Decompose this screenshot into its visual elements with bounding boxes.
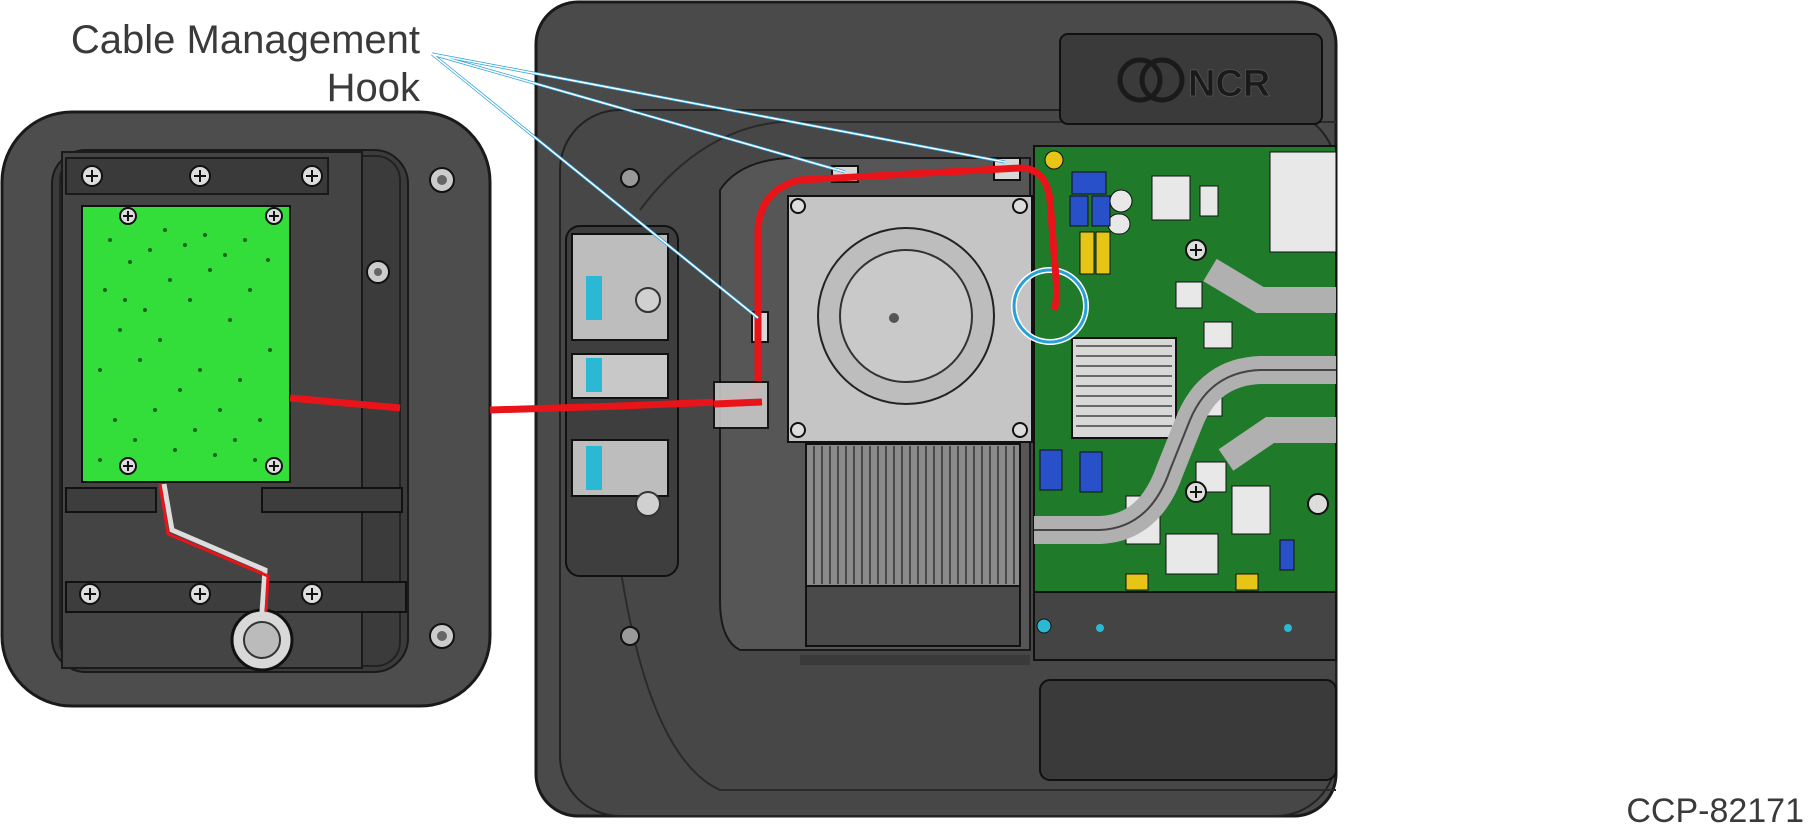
screw-icon (81, 165, 455, 649)
heatsink (805, 443, 1021, 587)
screw-icon (79, 583, 323, 605)
screw-icon (119, 207, 283, 475)
screw-icon (790, 198, 1028, 438)
callout-label-line2: Hook (326, 66, 420, 110)
document-id: CCP-82171 (1626, 792, 1804, 830)
callout-leader-lines (431, 52, 1006, 320)
main-terminal (489, 0, 1338, 818)
ncr-logo-text: NCR (1188, 63, 1270, 105)
ncr-logo-plate (1059, 33, 1323, 125)
ncr-logo-icon (1117, 57, 1185, 103)
callout-label-line1: Cable Management (70, 18, 420, 62)
peripheral-unit (0, 110, 492, 708)
screw-icon (1185, 239, 1329, 515)
daughter-board (81, 205, 291, 483)
